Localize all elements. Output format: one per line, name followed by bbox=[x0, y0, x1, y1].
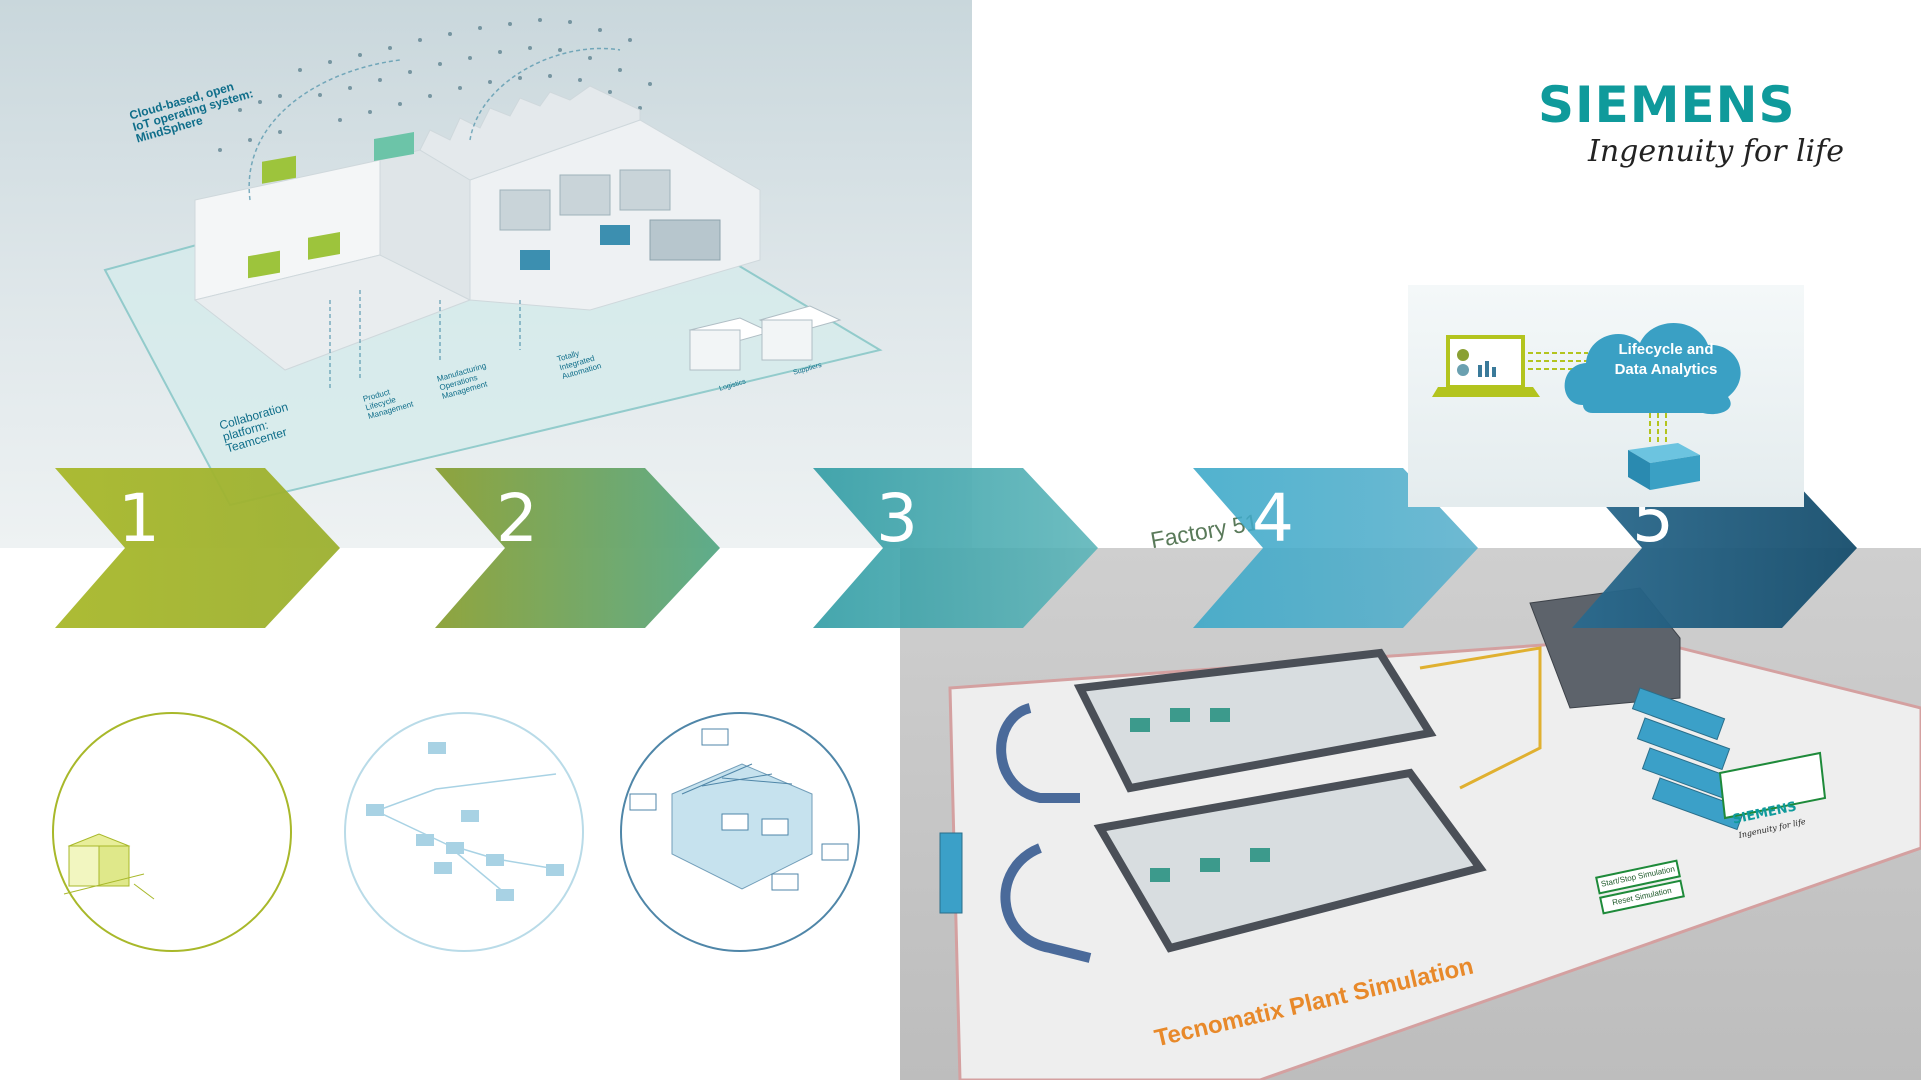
step-4-chevron bbox=[1193, 468, 1478, 628]
step-4-number: 4 bbox=[1252, 480, 1294, 557]
production-engineering-icon bbox=[629, 728, 849, 891]
product-design-icon bbox=[63, 833, 155, 900]
step-1-chevron bbox=[55, 468, 340, 628]
step-3-chevron bbox=[813, 468, 1098, 628]
analytics-title: Lifecycle and Data Analytics bbox=[1596, 340, 1736, 380]
iso-factory-graphic bbox=[103, 18, 883, 507]
step-2-chevron bbox=[435, 468, 720, 628]
lifecycle-analytics-panel bbox=[1408, 285, 1804, 507]
siemens-tagline: Ingenuity for life bbox=[1588, 134, 1844, 169]
step-2-circle bbox=[344, 712, 584, 952]
step-3-number: 3 bbox=[876, 480, 918, 557]
step-1-number: 1 bbox=[118, 480, 160, 557]
plant-simulation-view: Factory 51 Tecnomatix Plant Simulation S… bbox=[900, 509, 1921, 1082]
siemens-logo: SIEMENS bbox=[1538, 76, 1796, 134]
digital-factory-illustration: Cloud-based, open IoT operating system: … bbox=[0, 0, 972, 548]
step-3-circle bbox=[620, 712, 860, 952]
plant-layout-graphic bbox=[939, 587, 1921, 1082]
analytics-title-line2: Data Analytics bbox=[1614, 361, 1718, 378]
step-2-number: 2 bbox=[496, 480, 538, 557]
step-5-chevron bbox=[1572, 468, 1857, 628]
step-1-circle bbox=[52, 712, 292, 952]
analytics-graphic bbox=[1432, 322, 1741, 490]
analytics-title-line1: Lifecycle and bbox=[1618, 341, 1714, 358]
production-planning-icon bbox=[366, 742, 564, 901]
